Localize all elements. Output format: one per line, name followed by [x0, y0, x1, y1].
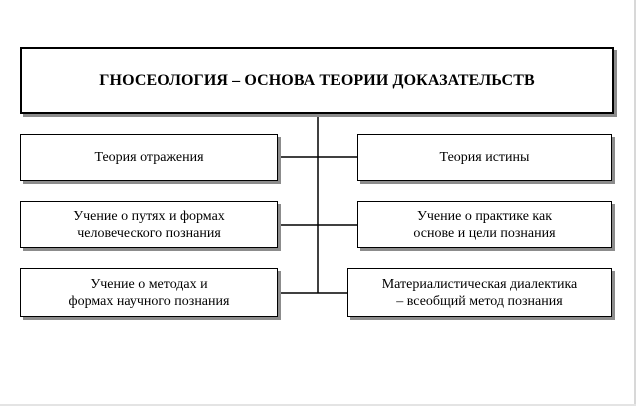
box-practice-doctrine: Учение о практике как основе и цели позн… [357, 201, 612, 248]
box-truth-theory: Теория истины [357, 134, 612, 181]
box-label: Учение о путях и формах человеческого по… [73, 208, 225, 241]
diagram-title-box: ГНОСЕОЛОГИЯ – ОСНОВА ТЕОРИИ ДОКАЗАТЕЛЬСТ… [20, 47, 614, 114]
box-label: Теория истины [439, 150, 530, 165]
frame-edge-right [634, 0, 636, 406]
box-methods-scientific-cognition: Учение о методах и формах научного позна… [20, 268, 278, 317]
box-label: Учение о практике как основе и цели позн… [413, 208, 556, 241]
box-label: Учение о методах и формах научного позна… [68, 276, 230, 309]
box-reflection-theory: Теория отражения [20, 134, 278, 181]
frame-edge-bottom [0, 404, 636, 406]
box-paths-forms-cognition: Учение о путях и формах человеческого по… [20, 201, 278, 248]
box-label: Материалистическая диалектика – всеобщий… [381, 276, 578, 309]
diagram-title: ГНОСЕОЛОГИЯ – ОСНОВА ТЕОРИИ ДОКАЗАТЕЛЬСТ… [99, 72, 535, 89]
box-materialist-dialectics: Материалистическая диалектика – всеобщий… [347, 268, 612, 317]
box-label: Теория отражения [94, 150, 204, 165]
